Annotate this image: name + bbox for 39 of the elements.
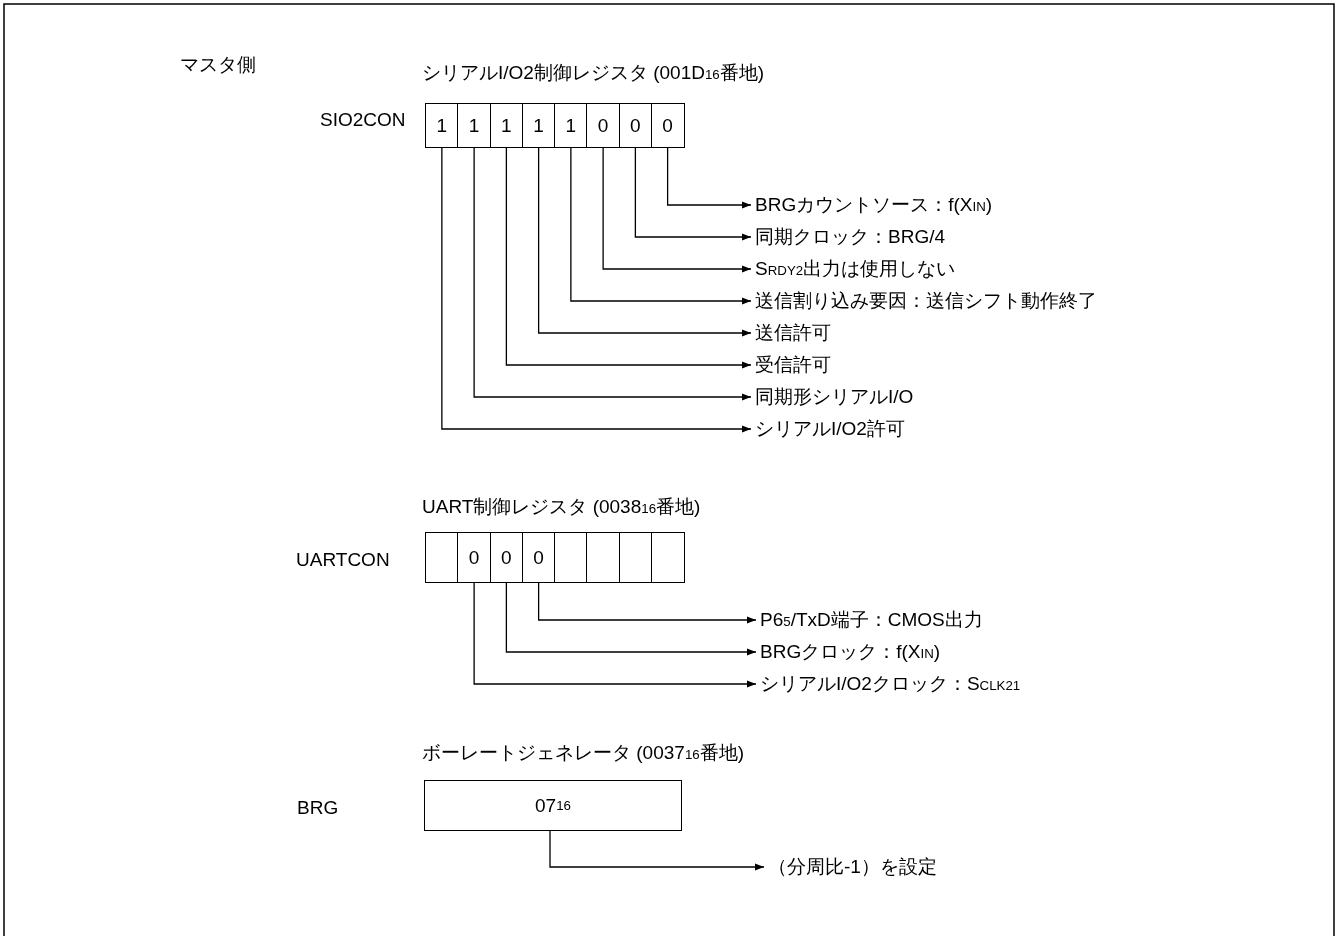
arrow [570,147,752,305]
bit-description: シリアルI/O2許可 [755,417,905,441]
register-name: BRG [297,796,339,820]
register-bit-cell: 1 [457,103,491,148]
arrow [549,830,765,871]
arrow [538,147,752,337]
arrow [602,147,752,273]
register-bit-cell: 1 [489,103,524,148]
section-heading: マスタ側 [180,53,256,77]
register-name: UARTCON [296,548,390,572]
arrow [441,147,752,433]
register-bit-cell: 0 [650,103,685,148]
register-bit-cell: 0 [457,532,491,583]
register-bit-cell: 0 [489,532,524,583]
register-bit-cell [425,532,459,583]
register-name: SIO2CON [320,108,406,132]
register-bit-cell: 1 [554,103,588,148]
register-bit-cell: 1 [425,103,459,148]
bit-description: 受信許可 [755,353,831,377]
bit-description: 送信許可 [755,321,831,345]
arrow [634,147,752,241]
bit-description: 送信割り込み要因：送信シフト動作終了 [755,289,1097,313]
register-bit-cell: 0 [586,103,620,148]
register-bit-cell: 0 [521,532,556,583]
bit-description: 同期形シリアルI/O [755,385,914,409]
register-bit-cell: 1 [521,103,556,148]
register-bit-cell [554,532,588,583]
arrow [538,582,757,624]
register-bit-cell [586,532,620,583]
register-bit-cell: 0 [618,103,653,148]
bit-description: （分周比-1）を設定 [768,855,937,879]
register-bit-cell [618,532,653,583]
bit-description: 同期クロック：BRG/4 [755,225,946,249]
arrow [473,147,752,401]
arrow [667,147,752,209]
arrow [473,582,757,688]
arrow [505,582,757,656]
register-bit-cell [650,532,685,583]
arrow [505,147,752,369]
